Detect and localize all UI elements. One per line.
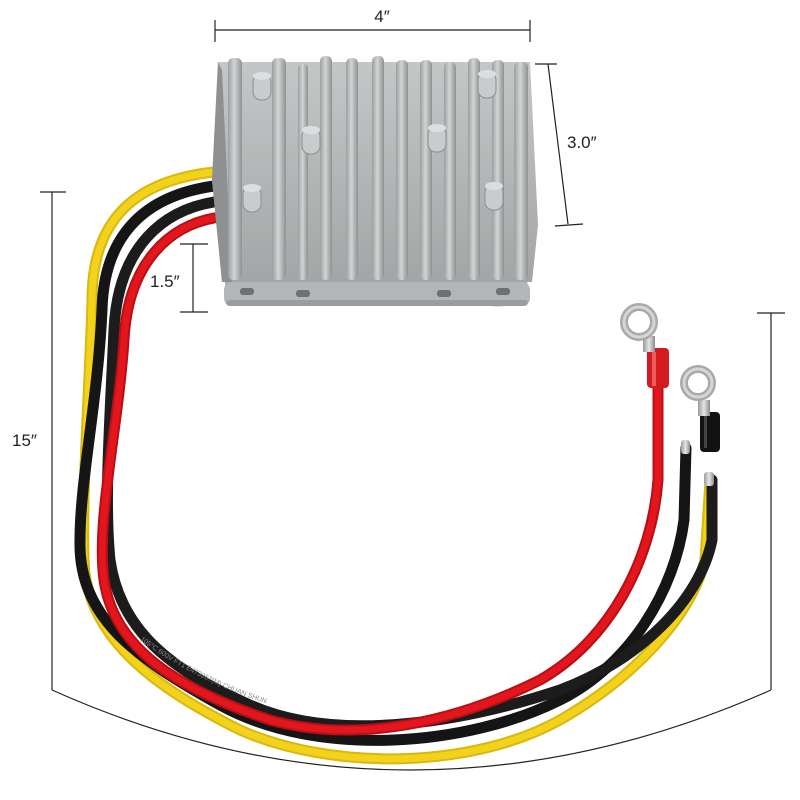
depth-dimension-label: 3.0″ [567,133,597,152]
red-ring-terminal [620,303,669,388]
cable-length-dimension [40,191,785,771]
height-dimension [180,243,208,313]
cable-length-dimension-label: 15″ [12,431,37,450]
width-dimension [214,20,531,42]
converter-housing [212,56,538,307]
heatsink-fins [228,56,528,280]
width-dimension-label: 4″ [374,7,389,26]
black-wire-2 [101,196,718,732]
bare-wire-tip-yellow [704,472,714,486]
wire-bundle [74,166,718,765]
height-dimension-label: 1.5″ [150,272,180,291]
mounting-posts [242,70,504,213]
bare-wire-tip-black [681,440,690,454]
depth-dimension [535,63,584,227]
black-ring-terminal [680,365,720,452]
